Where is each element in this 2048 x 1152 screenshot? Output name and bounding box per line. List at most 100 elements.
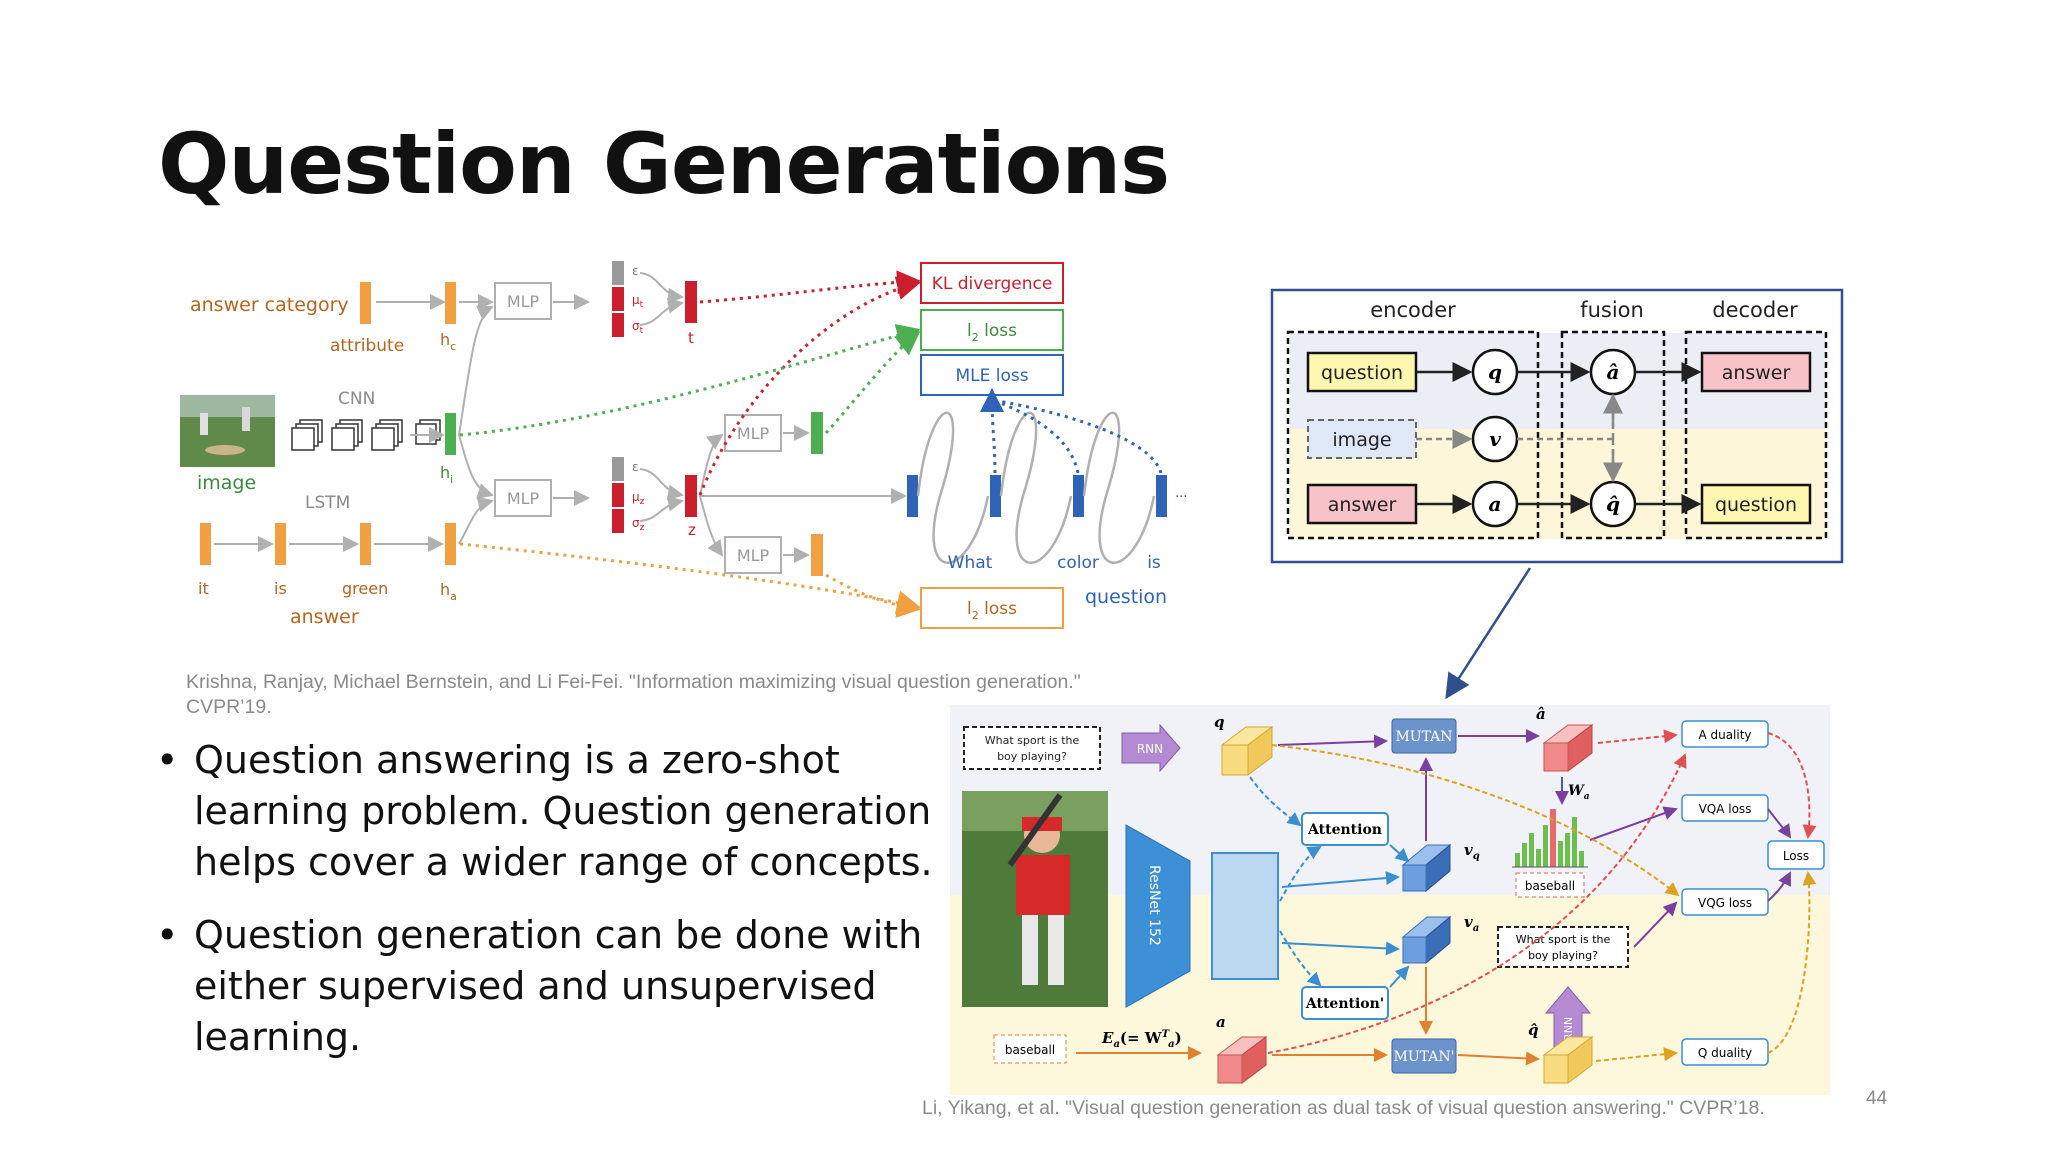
word-it: it [198, 579, 209, 598]
answer-category-label: answer category [190, 294, 349, 316]
citation-krishna: Krishna, Ranjay, Michael Bernstein, and … [186, 671, 1081, 718]
mlp-answer-recon [724, 536, 782, 574]
svg-text:σt: σt [632, 319, 644, 336]
mlp-z [494, 479, 552, 517]
a-embedding-cube [1216, 1036, 1268, 1084]
q-hat-cube [1542, 1036, 1594, 1084]
answer-output-box [1700, 351, 1812, 393]
svg-text:q: q [1488, 360, 1502, 384]
sigma-t [612, 313, 624, 337]
qword-color: color [1057, 553, 1099, 573]
svg-text:MLP: MLP [737, 424, 770, 443]
svg-text:Q duality: Q duality [1698, 1046, 1752, 1060]
z-vector [685, 475, 697, 517]
a-hat-cube [1542, 724, 1594, 772]
epsilon-t [612, 261, 624, 285]
answer-input-box [1306, 483, 1418, 525]
svg-text:MLP: MLP [507, 489, 540, 508]
svg-text:q̂: q̂ [1528, 1021, 1539, 1039]
svg-text:VQA loss: VQA loss [1699, 802, 1752, 816]
kl-divergence-box [920, 262, 1064, 304]
svg-text:Wa: Wa [1568, 783, 1590, 802]
svg-text:σz: σz [632, 516, 645, 533]
question-label: question [1085, 586, 1167, 608]
svg-text:VQG loss: VQG loss [1698, 896, 1752, 910]
cnn-blocks [291, 419, 441, 451]
sigma-z [612, 509, 624, 533]
qword-what: What [948, 553, 993, 573]
question-input-box [1306, 351, 1418, 393]
svg-text:baseball: baseball [1005, 1043, 1055, 1057]
rnn-arrow [1121, 723, 1181, 773]
svg-text:a: a [1489, 492, 1502, 516]
svg-text:baseball: baseball [1525, 879, 1575, 893]
mutan-prime-box [1391, 1038, 1457, 1074]
decoder-label: decoder [1712, 298, 1798, 322]
svg-text:...: ... [1175, 486, 1187, 501]
svg-text:boy playing?: boy playing? [1528, 949, 1598, 962]
svg-text:q: q [1214, 713, 1225, 731]
resnet-block [1125, 824, 1191, 1008]
mlp-t [494, 282, 552, 320]
figure-info-max-vqg: answer category attribute hc image CNN h… [180, 261, 1187, 629]
svg-text:v: v [1489, 427, 1501, 451]
svg-text:question: question [1321, 362, 1403, 384]
answer-label: answer [290, 606, 359, 628]
generated-question-box [1497, 926, 1629, 968]
input-question-box [963, 726, 1101, 770]
hi-vector [445, 413, 456, 455]
svg-text:l2 loss: l2 loss [967, 599, 1017, 622]
cnn-label: CNN [338, 389, 375, 409]
ha-vector [445, 523, 456, 565]
hc-label: hc [440, 330, 456, 353]
svg-text:MUTAN: MUTAN [1395, 729, 1452, 745]
category-vector [360, 282, 371, 324]
encoder-label: encoder [1370, 298, 1456, 322]
figure-link-arrow [1445, 567, 1532, 700]
svg-text:MLE loss: MLE loss [955, 366, 1028, 386]
question-decoder [907, 411, 1167, 564]
svg-text:A duality: A duality [1698, 728, 1751, 742]
word-is: is [274, 579, 287, 598]
total-loss-box [1767, 840, 1825, 870]
citation-li: Li, Yikang, et al. "Visual question gene… [922, 1097, 1765, 1119]
svg-text:MLP: MLP [737, 546, 770, 565]
svg-text:boy playing?: boy playing? [997, 750, 1067, 763]
svg-text:image: image [1332, 429, 1391, 451]
svg-text:μz: μz [632, 490, 645, 507]
svg-text:ResNet 152: ResNet 152 [1146, 865, 1162, 946]
svg-text:What sport is the: What sport is the [985, 734, 1080, 747]
lstm-label: LSTM [305, 493, 350, 513]
svg-text:RNN: RNN [1137, 742, 1163, 756]
bullet-list: •Question answering is a zero-shot learn… [156, 735, 936, 1085]
image-thumbnail [180, 395, 275, 467]
vq-cube [1401, 843, 1452, 893]
qword-is: is [1147, 553, 1161, 573]
svg-text:vq: vq [1464, 841, 1480, 862]
image-input-box [1307, 419, 1417, 459]
hi-label: hi [440, 463, 453, 486]
svg-text:μt: μt [632, 293, 644, 310]
input-photo [962, 791, 1108, 1007]
epsilon-z [612, 457, 624, 481]
svg-text:l2 loss: l2 loss [967, 321, 1017, 344]
l2-loss-image-box [920, 309, 1064, 351]
vqa-loss-box [1681, 794, 1769, 822]
ha-label: ha [440, 580, 457, 603]
bullet-item: •Question answering is a zero-shot learn… [156, 738, 933, 884]
image-feature-map [1211, 852, 1279, 980]
svg-text:question: question [1715, 494, 1797, 516]
t-label: t [688, 329, 694, 347]
l2-loss-answer-box [920, 587, 1064, 629]
input-answer-box [993, 1034, 1067, 1064]
svg-text:ε: ε [632, 264, 639, 278]
question-output-box [1700, 483, 1812, 525]
z-label: z [688, 521, 696, 539]
t-vector [685, 281, 697, 323]
q-feature-cube [1220, 726, 1274, 776]
svg-text:KL divergence: KL divergence [932, 274, 1053, 294]
figure-dual-task-architecture: What sport is the boy playing? RNN q Res… [950, 705, 1830, 1095]
word-green: green [342, 579, 388, 598]
svg-text:What sport is the: What sport is the [1516, 933, 1611, 946]
hc-vector [445, 282, 456, 324]
